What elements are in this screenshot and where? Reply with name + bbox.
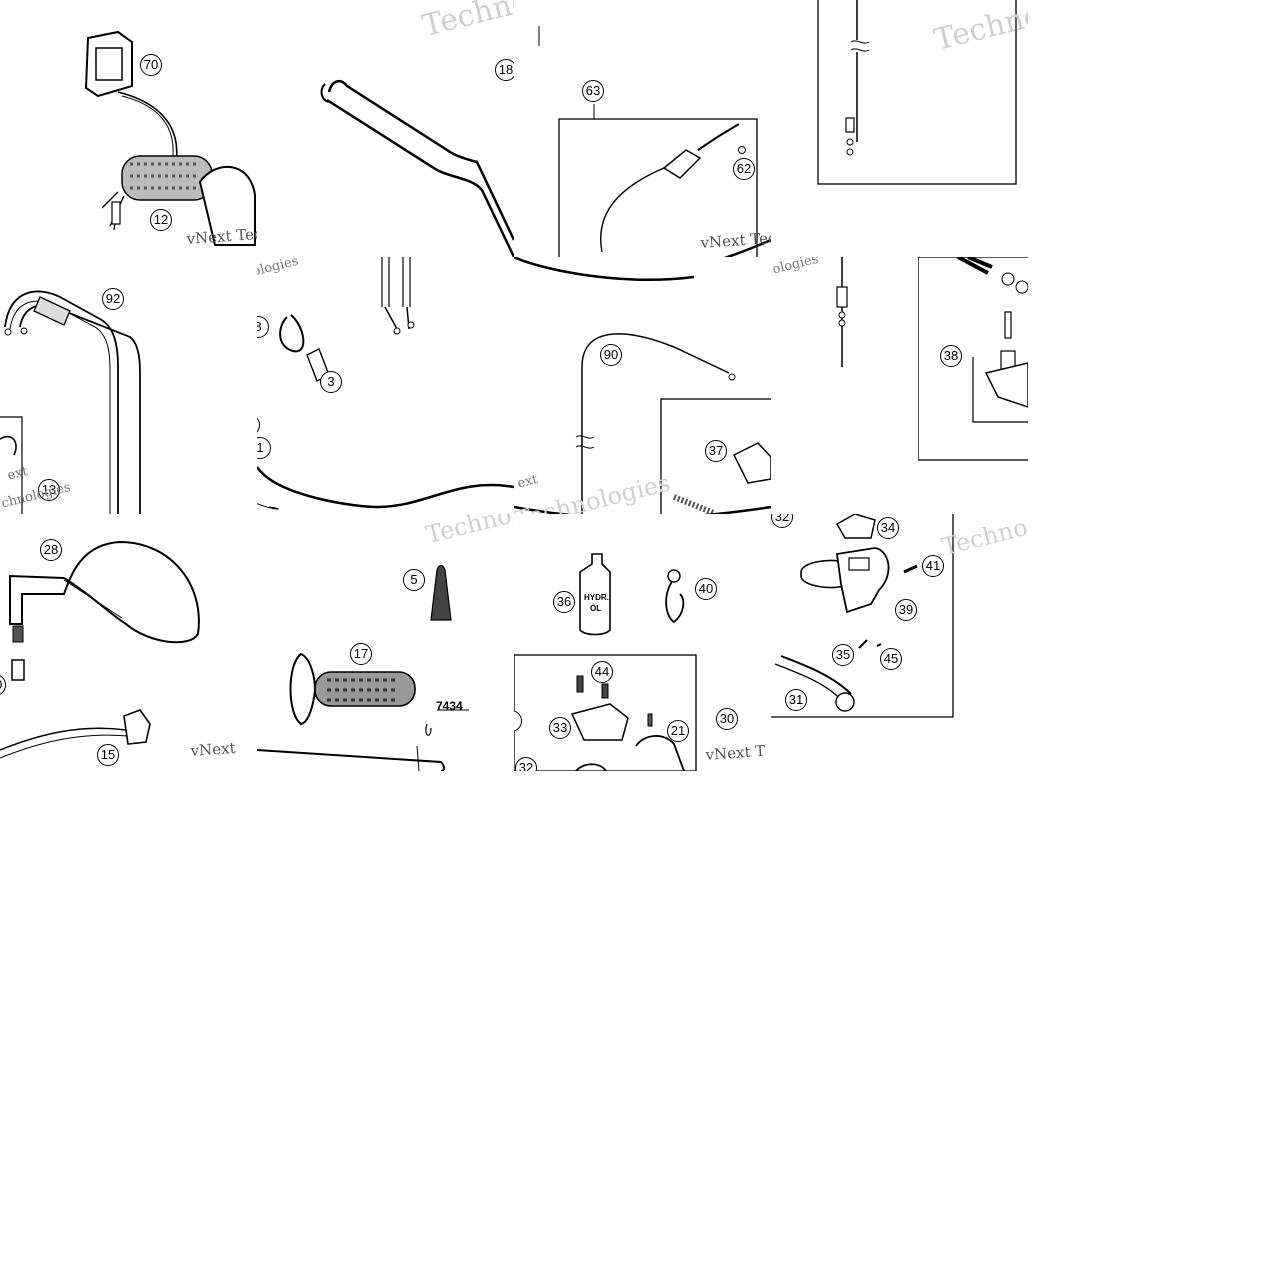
bolt-detail-drawing [918, 257, 1028, 461]
tile-grips: 5 17 7434 Technologies [257, 514, 514, 771]
callout-21: 21 [667, 720, 689, 742]
callout-92: 92 [102, 288, 124, 310]
callout-40: 40 [695, 578, 717, 600]
clamp-bits-drawing [257, 257, 514, 510]
tile-brake-fluid: HYDR. ÖL 36 40 44 33 21 30 32 3 vNext T [514, 514, 771, 771]
tile-master-cylinder: 32 34 41 39 35 45 31 Techno [771, 514, 1028, 718]
callout-41: 41 [922, 555, 944, 577]
bottle-label-hydr: HYDR. [584, 593, 609, 602]
callout-31: 31 [785, 689, 807, 711]
tile-cable-mid-right: ologies [771, 257, 918, 514]
callout-62: 62 [733, 158, 755, 180]
callout-15: 15 [97, 744, 119, 766]
tile-throttle-grip: 70 12 vNext Tec [0, 0, 257, 257]
callout-70: 70 [140, 54, 162, 76]
grips-drawing [257, 564, 469, 771]
callout-13: 13 [38, 479, 60, 501]
tile-choke-cable: 90 37 ext Technologies [514, 257, 771, 514]
callout-5: 5 [403, 569, 425, 591]
callout-36: 36 [553, 591, 575, 613]
callout-44: 44 [591, 661, 613, 683]
throttle-grip-drawing [84, 30, 256, 246]
callout-28: 28 [40, 539, 62, 561]
callout-45: 45 [880, 648, 902, 670]
callout-32: 32 [515, 757, 537, 771]
master-cylinder-drawing [771, 514, 954, 718]
callout-39: 39 [895, 599, 917, 621]
callout-63: 63 [582, 80, 604, 102]
callout-18: 18 [495, 59, 514, 81]
handlebar-drawing [320, 79, 514, 257]
callout-35: 35 [832, 644, 854, 666]
tile-clamp-bits: 8 3 29 1 ologies [257, 257, 514, 514]
tile-cable-top-right: Technologies [771, 0, 1028, 257]
choke-cable-drawing [514, 257, 771, 514]
throttle-cable-drawing [514, 26, 771, 257]
twin-cables-drawing [0, 290, 141, 514]
tile-handlebar-top: 18 Techno [257, 0, 514, 257]
callout-3: 3 [320, 371, 342, 393]
tile-bolt-detail: 38 [918, 257, 1028, 461]
callout-34: 34 [877, 517, 899, 539]
tile-mirror-switch: 28 10 15 vNext [0, 514, 257, 771]
cable-top-right-drawing [817, 0, 1017, 185]
brake-fluid-drawing [514, 553, 697, 771]
callout-12: 12 [150, 209, 172, 231]
mirror-switch-drawing [0, 540, 200, 759]
callout-30: 30 [716, 708, 738, 730]
callout-38: 38 [940, 345, 962, 367]
callout-90: 90 [600, 344, 622, 366]
part-label-7434: 7434 [436, 699, 463, 713]
bottle-label-oel: ÖL [590, 604, 602, 613]
callout-33: 33 [549, 717, 571, 739]
tile-twin-cables: 92 13 ext chnologies [0, 257, 257, 514]
callout-37: 37 [705, 440, 727, 462]
cable-mid-right-drawing [836, 257, 848, 367]
callout-17: 17 [350, 643, 372, 665]
tile-throttle-cable: 63 62 vNext Tec [514, 0, 771, 257]
